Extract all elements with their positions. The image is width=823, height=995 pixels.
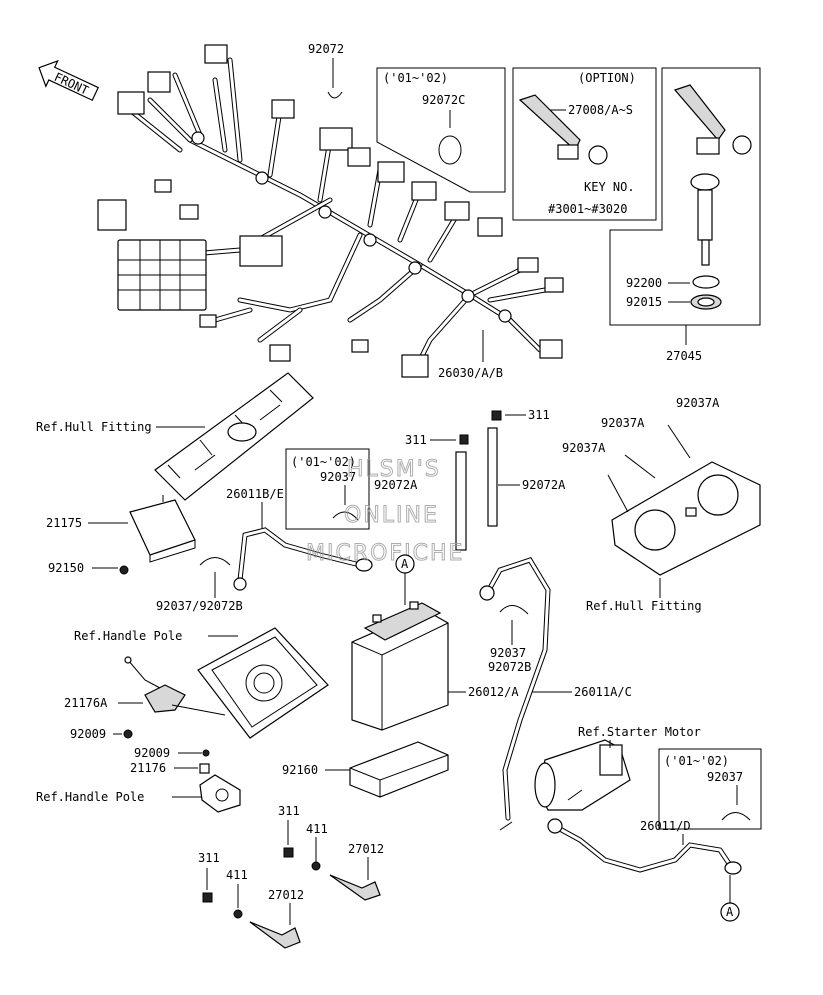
callout-ref-hull-right: Ref.Hull Fitting <box>586 599 702 613</box>
watermark-line-1: HLSM'S <box>347 457 441 482</box>
watermark: HLSM'S ONLINE MICROFICHE <box>306 457 464 567</box>
sensor-21176a: 21176A 92009 <box>64 656 226 741</box>
callout-27045: 27045 <box>666 349 702 363</box>
box-option: (OPTION) 27008/A~S KEY NO. #3001~#3020 <box>512 67 657 221</box>
watermark-line-3: MICROFICHE <box>306 541 464 566</box>
battery-26012: A 26012/A <box>351 554 519 731</box>
callout-ref-handle-2: Ref.Handle Pole <box>36 790 144 804</box>
cable-26011d: 26011/D A <box>547 818 742 922</box>
callout-92037a-1: 92037A <box>676 396 720 410</box>
callout-92072c: 92072C <box>422 93 465 107</box>
callout-92037-92072b: 92037/92072B <box>156 599 243 613</box>
callout-411-a: 411 <box>306 822 328 836</box>
callout-92009-b: 92009 <box>134 746 170 760</box>
box-year-range-3: ('01~'02) 92037 <box>658 748 762 830</box>
callout-21176a: 21176A <box>64 696 108 710</box>
starter-motor: Ref.Starter Motor <box>534 725 701 811</box>
callout-92037a-3: 92037A <box>562 441 606 455</box>
callout-311-a: 311 <box>405 433 427 447</box>
callout-411-b: 411 <box>226 868 248 882</box>
box-year-range-2: ('01~'02) 92037 <box>285 448 370 530</box>
clamp-92072: 92072 <box>308 42 344 99</box>
callout-26011ac: 26011A/C <box>574 685 632 699</box>
callout-92009-a: 92009 <box>70 727 106 741</box>
box-year-range-1: ('01~'02) 92072C <box>376 67 506 193</box>
callout-27008: 27008/A~S <box>568 103 633 117</box>
connector-mark-a-1: A <box>401 557 409 571</box>
callout-26011be: 26011B/E <box>226 487 284 501</box>
rods-92072a: 311 92072A 311 92072A <box>374 408 566 551</box>
box-year-range-3-label: ('01~'02) <box>664 754 729 768</box>
hull-fitting-plate-left: Ref.Hull Fitting <box>36 372 314 501</box>
callout-92037a-2: 92037A <box>601 416 645 430</box>
box-year-range-2-label: ('01~'02) <box>291 455 356 469</box>
callout-26011d: 26011/D <box>640 819 691 833</box>
callout-21175: 21175 <box>46 516 82 530</box>
fasteners-group-2: 311 411 27012 <box>198 851 304 949</box>
watermark-line-2: ONLINE <box>344 503 439 528</box>
callout-21176: 21176 <box>130 761 166 775</box>
box-year-range-1-label: ('01~'02) <box>383 71 448 85</box>
callout-92150: 92150 <box>48 561 84 575</box>
battery-tray-92160: 92160 <box>282 741 449 798</box>
callout-92037-box2: 92037 <box>707 770 743 784</box>
callout-ref-hull-left: Ref.Hull Fitting <box>36 420 152 434</box>
callout-92037-box: 92037 <box>320 470 356 484</box>
callout-ref-handle-1: Ref.Handle Pole <box>74 629 182 643</box>
callout-26030: 26030/A/B <box>438 366 503 380</box>
handle-pole-mat: Ref.Handle Pole <box>74 627 329 739</box>
box-27045: 92200 92015 27045 <box>609 67 761 363</box>
callout-92160: 92160 <box>282 763 318 777</box>
callout-27012-b: 27012 <box>268 888 304 902</box>
callout-311-b: 311 <box>528 408 550 422</box>
callout-92072b-mid: 92072B <box>488 660 531 674</box>
callout-92015: 92015 <box>626 295 662 309</box>
fasteners-group-1: 311 411 27012 <box>278 804 384 901</box>
hull-fitting-plate-right: 92037A 92037A 92037A Ref.Hull Fitting <box>562 396 761 613</box>
callout-key-range: #3001~#3020 <box>548 202 627 216</box>
main-wiring-harness <box>97 44 564 378</box>
callout-26012a: 26012/A <box>468 685 519 699</box>
callout-311-c: 311 <box>278 804 300 818</box>
cable-26011be: 26011B/E 92037/92072B <box>156 487 373 613</box>
option-title: (OPTION) <box>578 71 636 85</box>
front-direction-arrow: FRONT <box>38 59 100 102</box>
front-label: FRONT <box>52 70 91 98</box>
connector-mark-a-2: A <box>726 905 734 919</box>
callout-311-d: 311 <box>198 851 220 865</box>
callout-92037-mid: 92037 <box>490 646 526 660</box>
module-21175: 21175 92150 <box>46 495 196 575</box>
callout-27012-a: 27012 <box>348 842 384 856</box>
magnet-21176: 92009 21176 Ref.Handle Pole <box>36 746 241 813</box>
cable-26011ac: 92037 92072B 26011A/C <box>479 556 632 831</box>
callout-92072a-1: 92072A <box>374 478 418 492</box>
callout-key-no: KEY NO. <box>584 180 635 194</box>
callout-92200: 92200 <box>626 276 662 290</box>
callout-92072a-2: 92072A <box>522 478 566 492</box>
callout-92072-top: 92072 <box>308 42 344 56</box>
callout-ref-starter: Ref.Starter Motor <box>578 725 701 739</box>
